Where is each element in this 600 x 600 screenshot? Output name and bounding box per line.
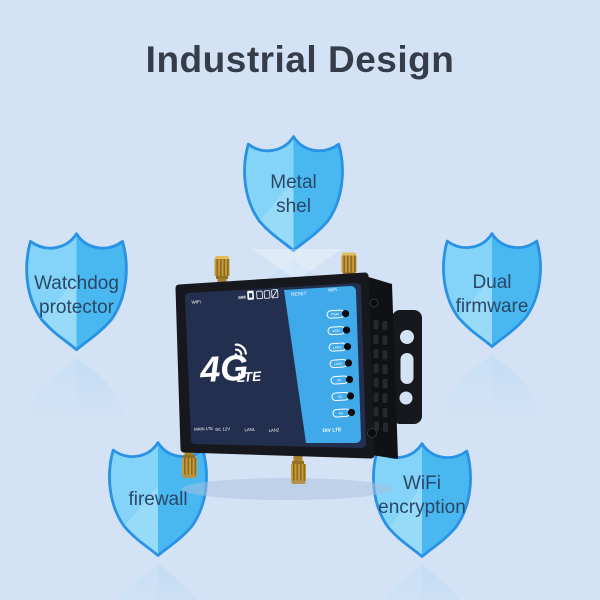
shield-watchdog: Watchdog protector: [19, 228, 134, 474]
shield-label: Metal shel: [237, 171, 350, 219]
label-wifi-right: WiFi: [328, 287, 337, 293]
shield-text-line1: Dual: [472, 272, 512, 294]
led-indicator: LAN2: [329, 359, 353, 369]
shield-reflection: [443, 354, 541, 468]
svg-text:LAN1: LAN1: [333, 345, 342, 350]
shield-text-line1: WiFi: [403, 473, 441, 495]
shield-wifi-encryption: WiFi encryption: [366, 438, 478, 600]
shield-text-line2: shel: [276, 195, 311, 217]
shield-label: firewall: [102, 488, 214, 512]
label-div-lte: DIV LTE: [322, 427, 342, 434]
sim-card-icon: [247, 290, 255, 300]
led-panel: [284, 286, 361, 443]
svg-text:WiFi: WiFi: [333, 329, 340, 333]
label-dc-12v: DC 12V: [215, 426, 230, 432]
vent-slots: [373, 320, 388, 432]
svg-text:LAN2: LAN2: [334, 362, 343, 367]
sim-slot-icons: [256, 289, 279, 300]
screw-icon: [367, 428, 377, 438]
shield-text-line2: encryption: [378, 497, 466, 519]
shield-label: Watchdog protector: [19, 272, 134, 320]
screw-icon: [369, 298, 379, 308]
svg-text:PWR: PWR: [331, 312, 340, 316]
led-indicators: PWR WiFi LAN1 LAN2 2G 3G 4G: [326, 309, 356, 418]
shield-text-line1: Watchdog: [34, 273, 119, 295]
shield-reflection: [26, 358, 127, 474]
router-image: WiFi SIM RESET WiFi 4G LTE: [175, 249, 422, 500]
led-indicator: WiFi: [327, 326, 351, 336]
shield-metal-shell: Metal shel: [237, 131, 350, 373]
antenna-icon: [291, 452, 306, 484]
led-indicator: PWR: [326, 309, 350, 319]
svg-text:3G: 3G: [338, 395, 343, 399]
shield-icon: [372, 442, 472, 558]
label-lan2: LAN2: [268, 427, 279, 433]
shield-icon: [243, 135, 344, 253]
page-title: Industrial Design: [145, 39, 455, 80]
shield-text-line1: Metal: [270, 171, 317, 193]
led-indicator: LAN1: [328, 342, 352, 352]
label-main-lte: MAIN LTE: [194, 426, 213, 432]
logo-4g-lte: 4G LTE: [198, 343, 263, 390]
signal-waves-icon: [234, 343, 247, 356]
router-side: [365, 276, 398, 459]
svg-text:2G: 2G: [337, 378, 342, 382]
shield-reflection: [109, 563, 207, 600]
shield-icon: [442, 232, 542, 348]
shield-icon: [25, 232, 128, 352]
shield-label: WiFi encryption: [366, 472, 478, 520]
shield-dual-firmware: Dual firmware: [436, 228, 548, 468]
label-reset: RESET: [291, 291, 307, 297]
router-reflection: [182, 478, 392, 500]
reflection-highlight: [252, 249, 342, 280]
led-indicator: 2G: [330, 375, 354, 385]
label-sim: SIM: [238, 294, 246, 299]
shield-label: Dual firmware: [436, 271, 548, 319]
svg-text:4G: 4G: [339, 411, 344, 415]
mounting-bracket: [392, 310, 422, 424]
shield-text-line2: protector: [39, 297, 114, 319]
led-indicator: 4G: [332, 408, 356, 418]
shield-reflection: [373, 564, 471, 600]
label-lan1: LAN1: [244, 427, 255, 433]
svg-text:LTE: LTE: [236, 369, 262, 385]
shield-text-line2: firmware: [455, 296, 529, 318]
led-indicator: 3G: [331, 391, 355, 402]
shield-text-line1: firewall: [128, 488, 188, 510]
label-wifi-left: WiFi: [191, 299, 200, 305]
